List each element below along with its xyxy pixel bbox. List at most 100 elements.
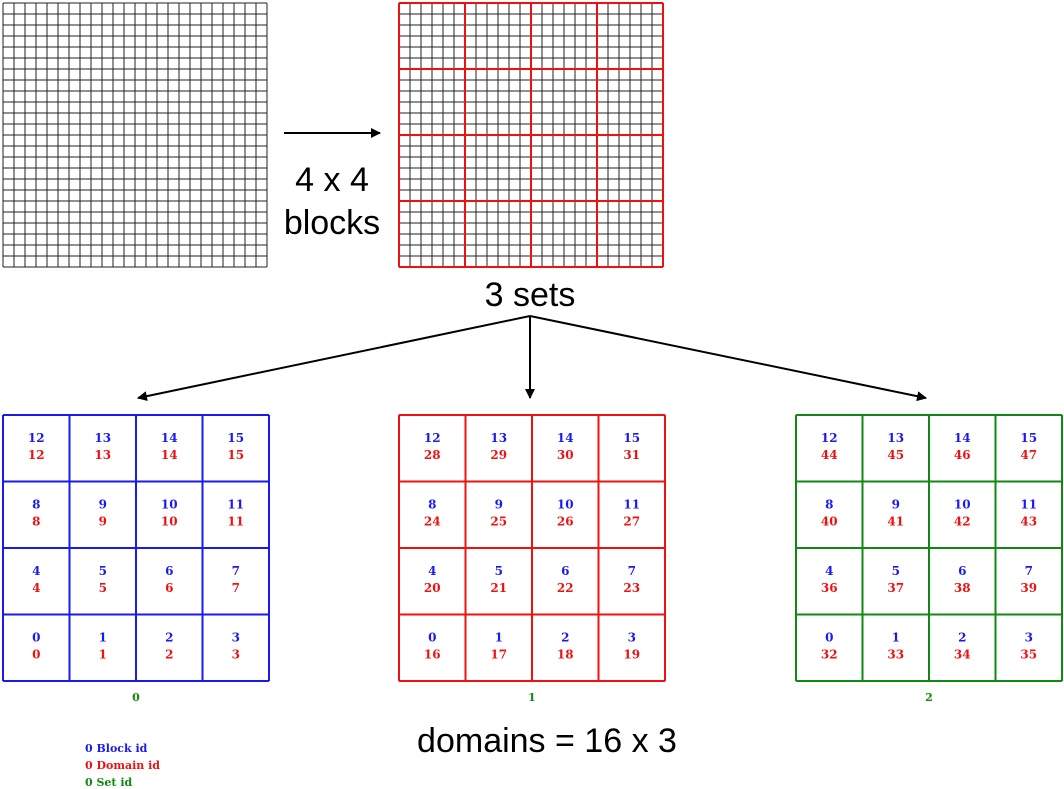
- domain-id: 41: [887, 515, 904, 529]
- block-id: 15: [227, 431, 244, 445]
- legend-domain-id: 0 Domain id: [85, 759, 160, 772]
- block-id: 11: [1020, 498, 1037, 512]
- domain-id: 11: [227, 515, 244, 529]
- block-id: 6: [958, 564, 966, 578]
- block-id: 11: [227, 498, 244, 512]
- set-id-label: 1: [528, 691, 536, 704]
- arrow-to-set-2: [529, 315, 927, 402]
- legend-block-id: 0 Block id: [85, 742, 148, 755]
- domain-id: 2: [165, 648, 173, 662]
- block-id: 2: [561, 631, 569, 645]
- block-id: 0: [825, 631, 833, 645]
- domain-id: 7: [232, 581, 240, 595]
- domain-id: 18: [557, 648, 574, 662]
- domain-id: 3: [232, 648, 240, 662]
- block-id: 3: [232, 631, 240, 645]
- domain-id: 17: [490, 648, 507, 662]
- block-id: 10: [557, 498, 574, 512]
- domain-id: 27: [623, 515, 640, 529]
- block-id: 0: [32, 631, 40, 645]
- block-id: 4: [428, 564, 436, 578]
- domain-id: 24: [424, 515, 441, 529]
- domain-id: 28: [424, 448, 441, 462]
- block-id: 8: [32, 498, 40, 512]
- block-id: 6: [561, 564, 569, 578]
- set-grid-1: 0161172183194205216227238249251026112712…: [398, 414, 666, 704]
- domain-id: 26: [557, 515, 574, 529]
- domain-id: 33: [887, 648, 904, 662]
- domains-label: domains = 16 x 3: [417, 722, 677, 760]
- domain-id: 39: [1020, 581, 1037, 595]
- domain-id: 6: [165, 581, 173, 595]
- block-id: 13: [490, 431, 507, 445]
- domain-id: 31: [623, 448, 640, 462]
- domain-id: 32: [821, 648, 838, 662]
- domain-id: 14: [161, 448, 178, 462]
- block-id: 15: [1020, 431, 1037, 445]
- domain-id: 23: [623, 581, 640, 595]
- block-id: 5: [495, 564, 503, 578]
- domain-id: 10: [161, 515, 178, 529]
- blocked-grid: [398, 2, 664, 268]
- block-id: 15: [623, 431, 640, 445]
- block-id: 13: [94, 431, 111, 445]
- domain-id: 4: [32, 581, 40, 595]
- block-id: 12: [821, 431, 838, 445]
- fine-grid: [2, 2, 268, 268]
- domain-id: 30: [557, 448, 574, 462]
- block-id: 2: [165, 631, 173, 645]
- domain-id: 46: [954, 448, 971, 462]
- domain-id: 38: [954, 581, 971, 595]
- domain-id: 47: [1020, 448, 1037, 462]
- set-grid-2: 0321332343354365376387398409411042114312…: [795, 414, 1063, 704]
- set-id-label: 0: [132, 691, 140, 704]
- domain-id: 0: [32, 648, 40, 662]
- domain-id: 45: [887, 448, 904, 462]
- block-id: 12: [28, 431, 45, 445]
- sets-label: 3 sets: [485, 276, 576, 314]
- block-id: 0: [428, 631, 436, 645]
- block-id: 4: [32, 564, 40, 578]
- set-grid-0: 0011223344556677889910101111121213131414…: [2, 414, 270, 704]
- domain-id: 25: [490, 515, 507, 529]
- block-id: 4: [825, 564, 833, 578]
- block-id: 7: [628, 564, 636, 578]
- block-id: 12: [424, 431, 441, 445]
- block-id: 13: [887, 431, 904, 445]
- arrow-to-set-0: [137, 315, 531, 402]
- blocks-label-line1: 4 x 4: [295, 161, 369, 199]
- domain-id: 36: [821, 581, 838, 595]
- block-id: 7: [1025, 564, 1033, 578]
- domain-id: 29: [490, 448, 507, 462]
- domain-id: 21: [490, 581, 507, 595]
- block-id: 3: [1025, 631, 1033, 645]
- block-id: 7: [232, 564, 240, 578]
- block-id: 14: [954, 431, 971, 445]
- domain-id: 12: [28, 448, 45, 462]
- block-id: 5: [99, 564, 107, 578]
- domain-id: 40: [821, 515, 838, 529]
- set-id-label: 2: [925, 691, 933, 704]
- block-id: 8: [825, 498, 833, 512]
- block-id: 3: [628, 631, 636, 645]
- domain-id: 1: [99, 648, 107, 662]
- domain-id: 43: [1020, 515, 1037, 529]
- block-id: 8: [428, 498, 436, 512]
- block-id: 5: [892, 564, 900, 578]
- domain-id: 35: [1020, 648, 1037, 662]
- domain-id: 20: [424, 581, 441, 595]
- block-id: 14: [161, 431, 178, 445]
- block-id: 9: [495, 498, 503, 512]
- domain-id: 8: [32, 515, 40, 529]
- domain-id: 15: [227, 448, 244, 462]
- block-id: 11: [623, 498, 640, 512]
- domain-id: 13: [94, 448, 111, 462]
- block-id: 10: [954, 498, 971, 512]
- legend-set-id: 0 Set id: [85, 776, 133, 789]
- block-id: 6: [165, 564, 173, 578]
- block-id: 14: [557, 431, 574, 445]
- block-id: 1: [99, 631, 107, 645]
- blocks-label-line2: blocks: [284, 204, 380, 242]
- domain-id: 5: [99, 581, 107, 595]
